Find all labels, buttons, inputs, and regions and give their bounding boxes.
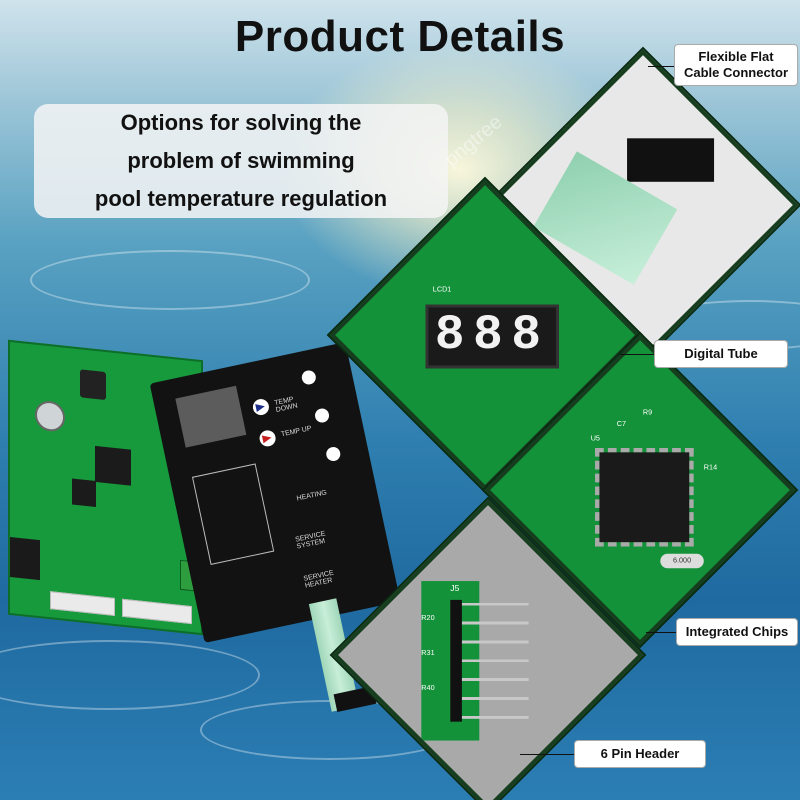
subtitle-line: problem of swimming (127, 148, 355, 173)
service-heater-label: SERVICE HEATER (302, 569, 335, 590)
chip-ref-r14: R14 (703, 463, 718, 473)
keypad-button (324, 445, 342, 463)
resistor-ref: R31 (421, 649, 435, 658)
callout-text: 6 Pin Header (600, 746, 680, 761)
qfp-chip (595, 447, 694, 547)
crystal-label: 6.000 (672, 556, 692, 566)
temp-down-label: TEMP DOWN (273, 396, 299, 414)
ripple (0, 640, 260, 710)
callout-six-pin-header: 6 Pin Header (574, 740, 706, 768)
ripple (30, 250, 310, 310)
relay (10, 536, 40, 581)
display-digits: 888 (434, 308, 550, 364)
callout-line (646, 632, 676, 633)
callout-line (520, 754, 574, 755)
temp-up-label: TEMP UP (280, 425, 313, 439)
callout-line (620, 354, 654, 355)
keypad-button (300, 369, 318, 386)
chip (72, 478, 96, 508)
inductor (80, 369, 106, 401)
page-title: Product Details (234, 12, 566, 61)
callout-line (648, 66, 674, 67)
crystal: 6.000 (660, 553, 704, 569)
callout-integrated-chips: Integrated Chips (676, 618, 798, 646)
chip (95, 445, 131, 486)
keypad-button (313, 407, 331, 424)
terminal-block (50, 591, 115, 616)
header-ref: J5 (450, 585, 460, 595)
resistor-ref: R40 (421, 684, 435, 693)
subtitle-line: Options for solving the (120, 110, 362, 135)
chip-ref-u5: U5 (590, 434, 600, 444)
chip-ref-c7: C7 (616, 420, 627, 430)
cable-connector-housing (627, 138, 715, 182)
pin-header-base (450, 599, 462, 722)
subtitle-line: pool temperature regulation (94, 186, 388, 211)
pin-header (456, 602, 529, 719)
callout-digital-tube: Digital Tube (654, 340, 788, 368)
terminal-block (122, 598, 192, 625)
display-window (175, 385, 247, 448)
resistor-ref: R20 (421, 614, 435, 624)
seven-segment-display: 888 (425, 304, 559, 369)
heating-label: HEATING (296, 489, 328, 503)
callout-text: Integrated Chips (685, 624, 789, 639)
callout-flexible-flat-cable-connector: Flexible Flat Cable Connector (674, 44, 798, 86)
service-system-label: SERVICE SYSTEM (294, 530, 327, 551)
spec-table (191, 463, 275, 565)
subtitle-box: Options for solving the problem of swimm… (34, 104, 448, 218)
capacitor (35, 399, 65, 433)
callout-text: Flexible Flat (698, 49, 774, 64)
callout-text: Digital Tube (684, 346, 758, 361)
callout-text: Cable Connector (683, 65, 788, 80)
chip-ref-r9: R9 (642, 408, 653, 418)
lcd-label: LCD1 (432, 285, 452, 295)
temp-down-button (251, 397, 271, 417)
temp-up-button (258, 428, 278, 448)
